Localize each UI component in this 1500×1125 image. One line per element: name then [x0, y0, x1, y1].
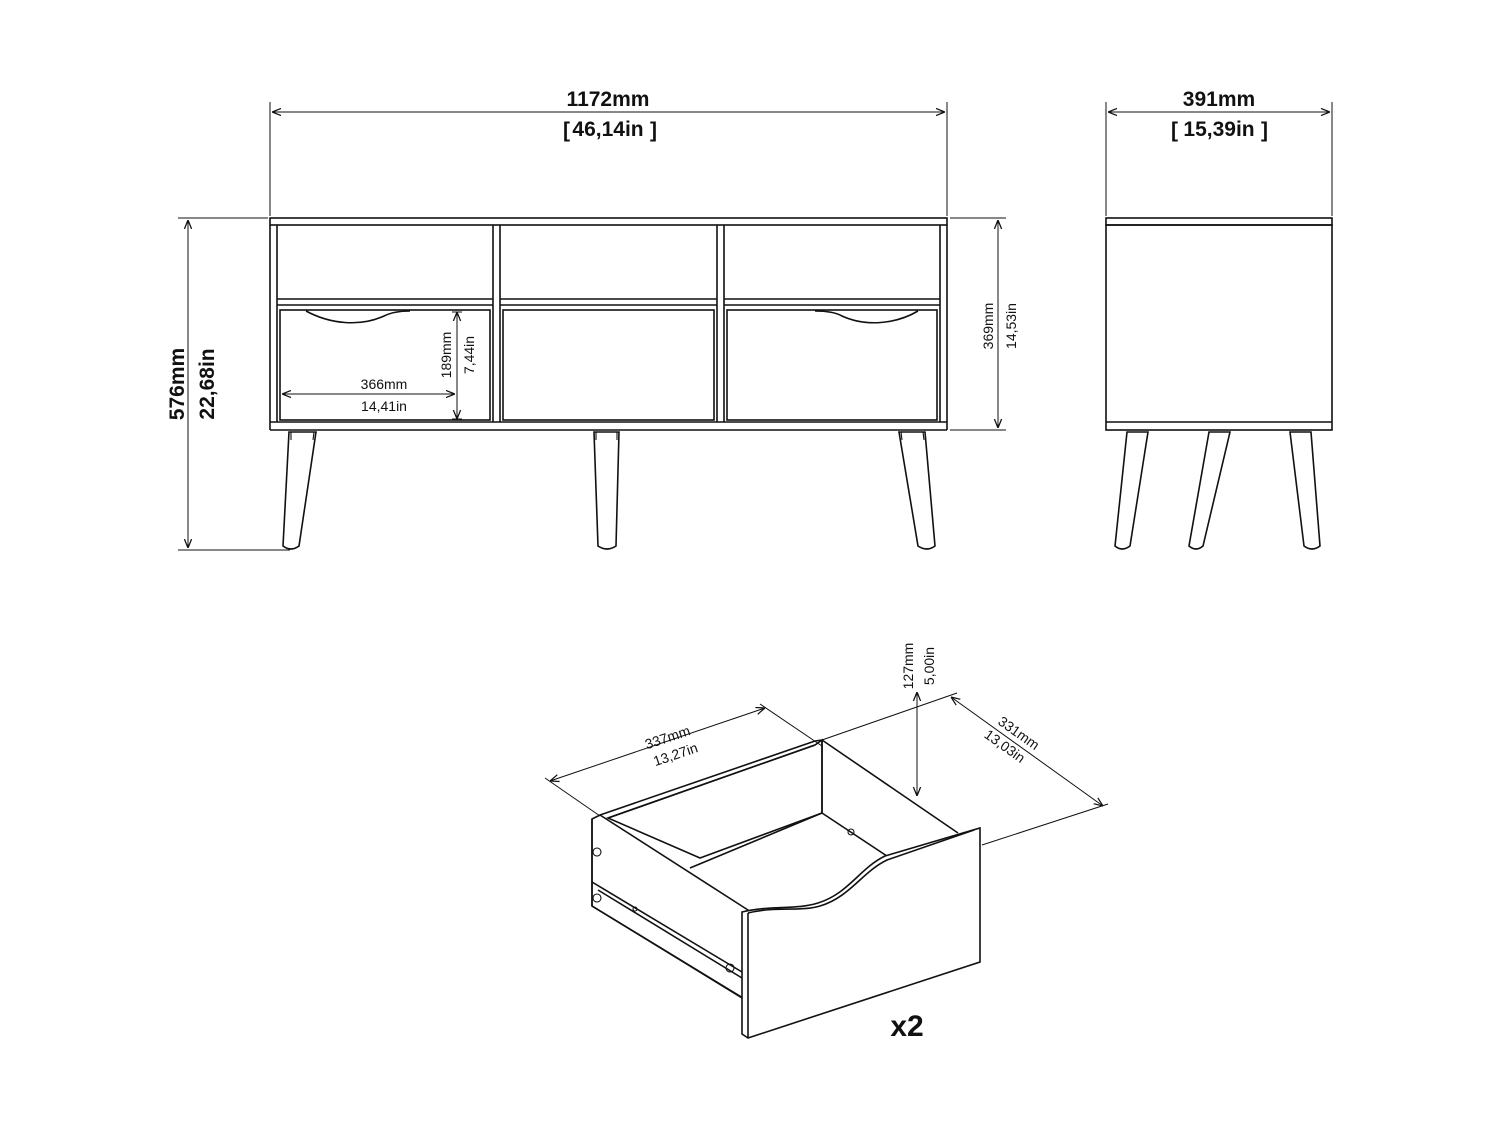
drawer-quantity-label: x2 — [890, 1010, 923, 1043]
height-dimension — [178, 217, 290, 551]
bracket-left: [ — [1171, 119, 1178, 142]
drawer-iso-view — [544, 692, 1109, 1039]
front-view — [269, 217, 948, 550]
body-height-dimension — [950, 217, 1006, 431]
depth-in-label: 15,39in — [1183, 118, 1254, 141]
drawer-front-panel — [741, 826, 981, 1039]
right-drawer-handle — [814, 310, 919, 324]
drawer-front-width-in-label: 14,41in — [361, 398, 407, 414]
side-legs — [1114, 431, 1321, 550]
left-drawer-front — [279, 309, 491, 421]
height-in-label: 22,68in — [196, 348, 219, 419]
side-top-board — [1105, 217, 1333, 226]
bracket-left: [ — [563, 119, 570, 142]
side-view — [1105, 102, 1333, 550]
left-drawer-handle — [305, 310, 411, 324]
width-in-label: 46,14in — [572, 118, 643, 141]
side-panel — [1105, 224, 1333, 431]
width-mm-label: 1172mm — [567, 88, 650, 111]
bracket-right: ] — [1261, 119, 1268, 142]
height-mm-label: 576mm — [166, 348, 189, 420]
front-legs — [282, 431, 936, 550]
right-drawer-front — [726, 309, 938, 421]
middle-panel — [502, 309, 715, 421]
body-height-in-label: 14,53in — [1003, 303, 1019, 349]
width-dimension — [269, 102, 948, 216]
front-top-board — [269, 217, 948, 226]
drawer-front-height-in-label: 7,44in — [461, 336, 477, 374]
drawer-height-mm-label: 127mm — [900, 643, 916, 690]
drawer-height-in-label: 5,00in — [921, 647, 937, 685]
depth-mm-label: 391mm — [1183, 88, 1255, 111]
drawer-front-width-mm-label: 366mm — [361, 376, 408, 392]
body-height-mm-label: 369mm — [980, 303, 996, 350]
bracket-right: ] — [650, 119, 657, 142]
drawer-front-height-mm-label: 189mm — [438, 332, 454, 379]
